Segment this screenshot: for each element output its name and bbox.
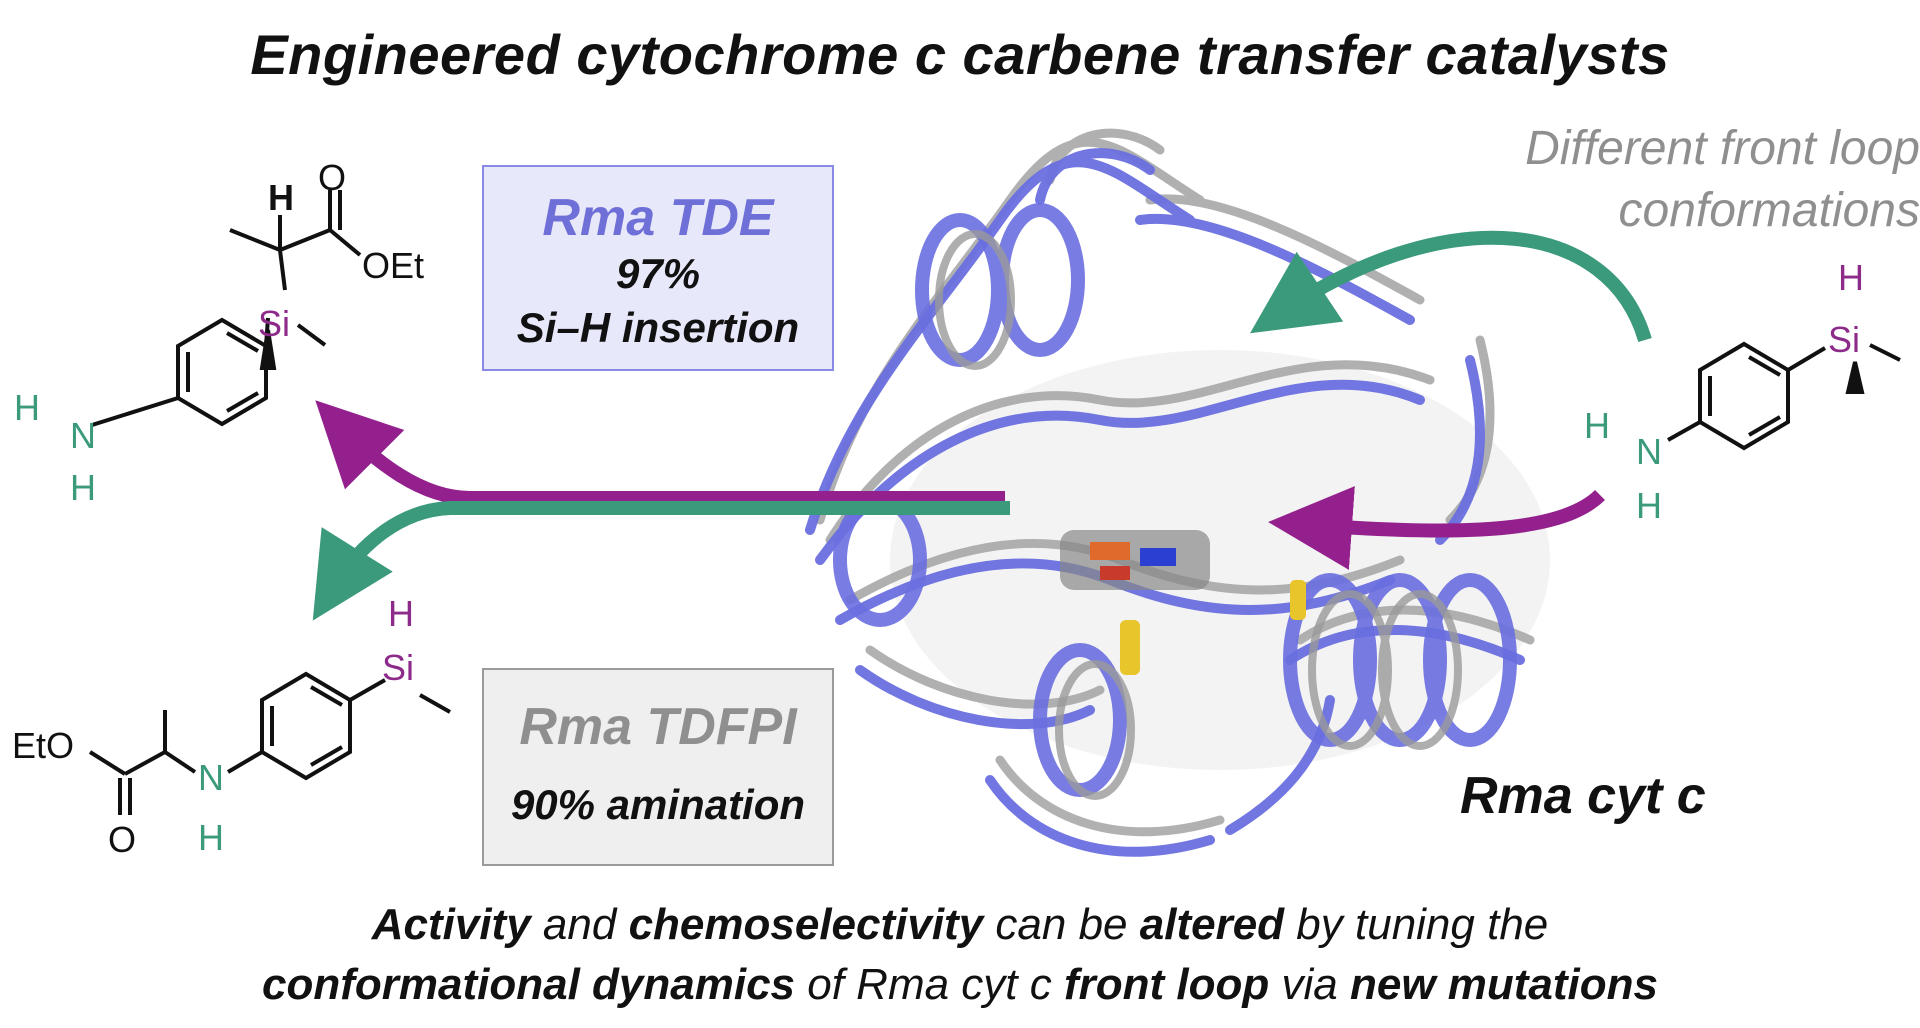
front-loop-note-line1: Different front loop — [1525, 122, 1920, 175]
catalyst-reaction: Si–H insertion — [516, 304, 800, 351]
amine-h1: H — [1584, 405, 1610, 446]
nitrogen-atom: N — [70, 415, 96, 456]
catalyst-name: Rma TDE — [542, 189, 774, 247]
hydrogen-atom: H — [268, 177, 294, 218]
nitrogen-atom: N — [1636, 431, 1662, 472]
caption-word: by tuning the — [1296, 900, 1549, 949]
protein-label: Rma cyt c — [1460, 767, 1706, 825]
green-arrow-in — [1250, 230, 1652, 342]
silicon-atom: Si — [258, 303, 290, 344]
catalyst-box-tde: Rma TDE 97% Si–H insertion — [482, 165, 834, 371]
amine-h2: H — [1636, 485, 1662, 526]
catalyst-result: 90% amination — [510, 781, 806, 828]
amine-h1: H — [14, 387, 40, 428]
product-bottom-molecule — [88, 671, 451, 815]
catalyst-name: Rma TDFPI — [519, 698, 797, 756]
caption-word: altered — [1139, 900, 1285, 949]
page-title: Engineered cytochrome c carbene transfer… — [250, 23, 1670, 86]
bottom-caption: Activity and chemoselectivity can be alt… — [0, 895, 1920, 1015]
substrate-atoms: Si H N H H — [1584, 257, 1864, 526]
caption-word: front loop — [1063, 960, 1270, 1009]
front-loop-note: Different front loop conformations — [1400, 118, 1920, 242]
silyl-h: H — [388, 593, 414, 634]
oxygen-atom: O — [108, 819, 136, 860]
front-loop-note-line2: conformations — [1618, 184, 1920, 237]
ethoxy-group: EtO — [12, 725, 74, 766]
green-arrow-out — [312, 501, 1010, 621]
caption-word: Activity — [371, 900, 531, 949]
purple-arrow-in — [1268, 486, 1605, 570]
silyl-h: H — [1838, 257, 1864, 298]
caption-word: conformational dynamics — [262, 960, 796, 1009]
nitrogen-atom: N — [198, 757, 224, 798]
caption-word: of Rma cyt c — [807, 960, 1052, 1009]
heme-cofactor — [1060, 530, 1306, 675]
silicon-atom: Si — [1828, 319, 1860, 360]
caption-word: via — [1281, 960, 1338, 1009]
silicon-atom: Si — [382, 647, 414, 688]
caption-word: chemoselectivity — [628, 900, 984, 949]
protein-structure — [805, 128, 1550, 857]
caption-word: can be — [995, 900, 1128, 949]
catalyst-yield: 97% — [615, 250, 701, 297]
purple-arrow-out — [315, 400, 1005, 505]
caption-word: and — [542, 900, 617, 949]
catalyst-box-tdfpi: Rma TDFPI 90% amination — [482, 668, 834, 866]
oxygen-atom: O — [318, 157, 346, 198]
caption-word: new mutations — [1349, 960, 1658, 1009]
amine-h2: H — [70, 467, 96, 508]
caption-line-2: conformational dynamics of Rma cyt c fro… — [0, 955, 1920, 1015]
substrate-molecule — [1667, 341, 1901, 451]
ethoxy-group: OEt — [362, 245, 424, 286]
caption-line-1: Activity and chemoselectivity can be alt… — [0, 895, 1920, 955]
product-top-atoms: O OEt H Si N H H — [14, 157, 424, 508]
product-top-molecule — [91, 190, 362, 427]
amine-h: H — [198, 817, 224, 858]
product-bottom-atoms: EtO O N H Si H — [12, 593, 414, 860]
